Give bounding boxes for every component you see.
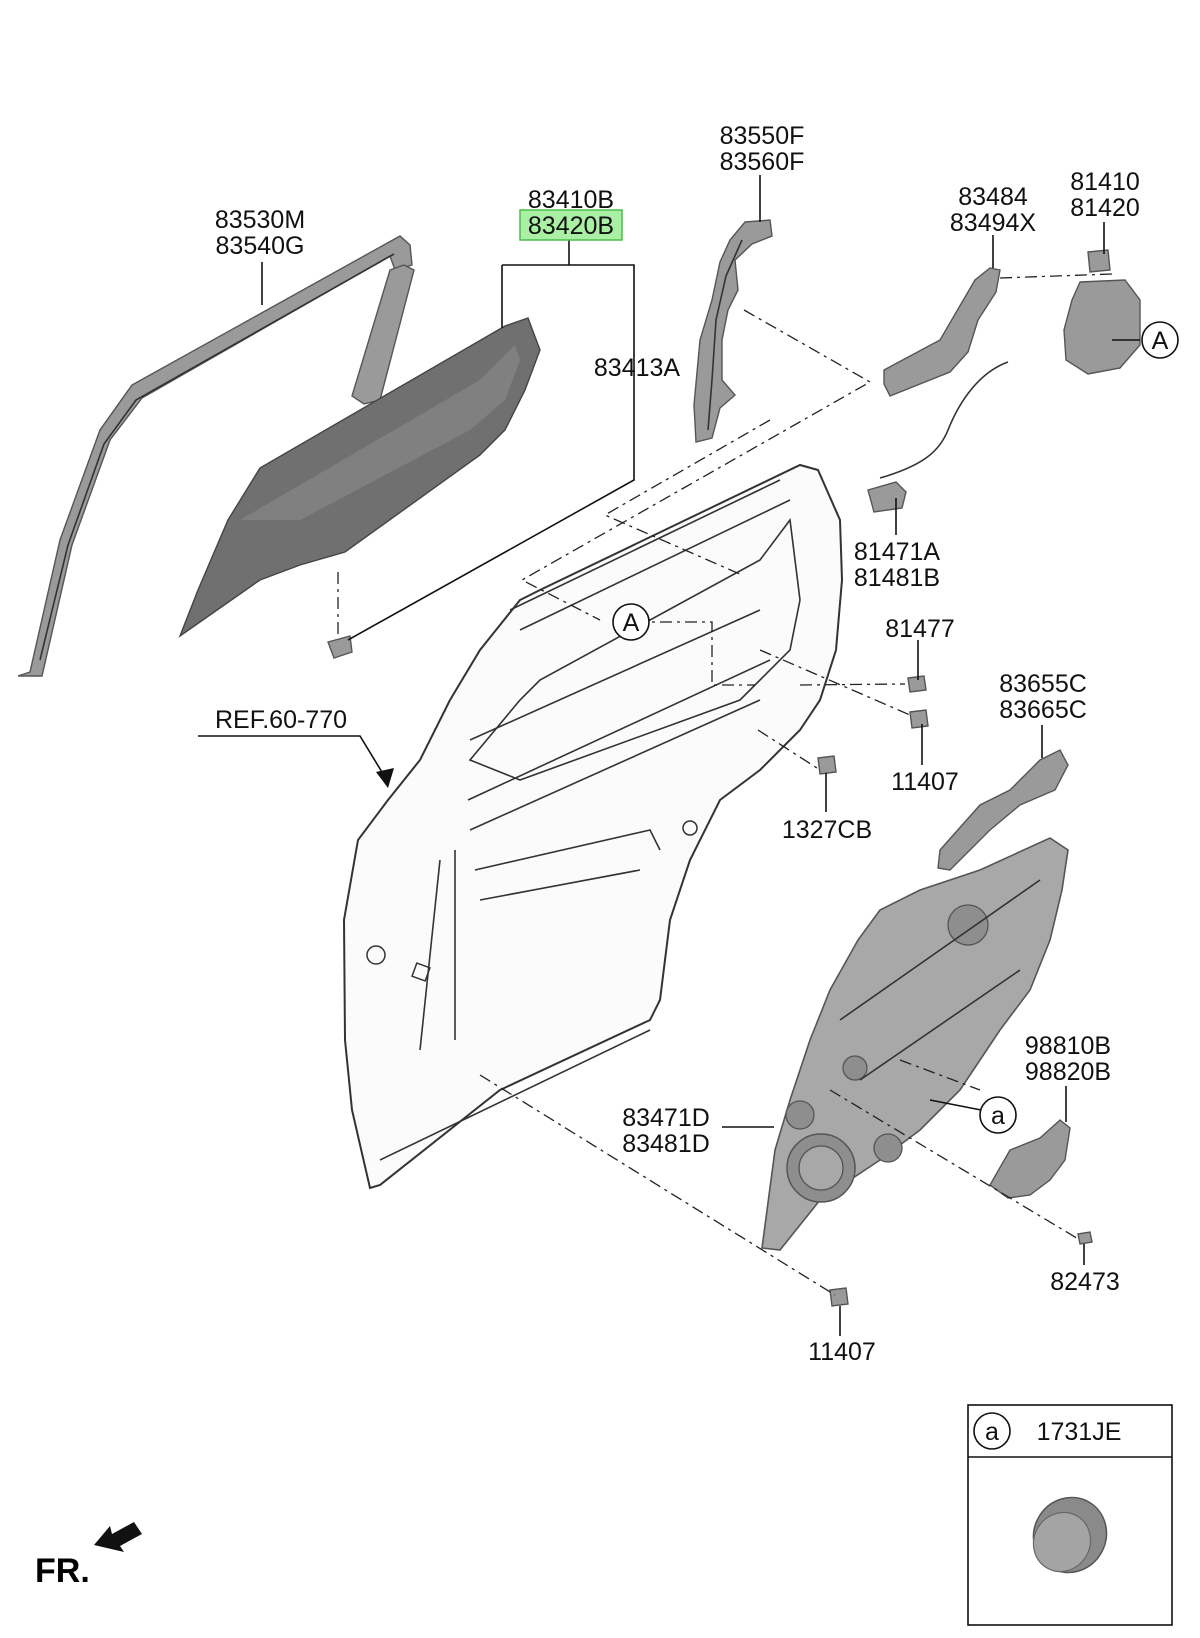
- label-81420: 81420: [1070, 194, 1140, 222]
- front-arrow-icon: [94, 1522, 142, 1552]
- legend-callout-a: [973, 1412, 1011, 1450]
- label-83665c: 83665C: [999, 696, 1087, 724]
- label-83560f: 83560F: [720, 148, 805, 176]
- callout-a-panel-text: a: [991, 1102, 1005, 1130]
- label-83550f: 83550F: [720, 122, 805, 150]
- door-frame-panel[interactable]: [342, 463, 844, 1190]
- label-83471d: 83471D: [622, 1104, 710, 1132]
- callout-A-right: [1141, 321, 1179, 359]
- part-labels: 83530M 83540G 83410B 83420B 83413A 83550…: [215, 122, 1140, 1366]
- label-83494x: 83494X: [950, 209, 1037, 237]
- callout-a-panel: [979, 1096, 1017, 1134]
- front-direction-indicator: FR.: [35, 1522, 142, 1590]
- callout-A-center: [612, 603, 650, 641]
- label-11407-upper: 11407: [891, 768, 959, 796]
- callout-A-right-text: A: [1152, 327, 1169, 355]
- connection-lines: [337, 273, 1113, 1296]
- label-98820b: 98820B: [1025, 1058, 1111, 1086]
- label-83413a: 83413A: [594, 354, 681, 382]
- label-83655c: 83655C: [999, 670, 1087, 698]
- label-81471a: 81471A: [854, 538, 941, 566]
- label-83420b: 83420B: [528, 212, 614, 240]
- label-ref-60-770: REF.60-770: [215, 706, 347, 734]
- grommet-1731je: [1032, 1496, 1108, 1574]
- callout-A-center-text: A: [623, 609, 640, 637]
- highlight-83420b: [519, 209, 623, 241]
- label-1327cb: 1327CB: [782, 816, 872, 844]
- label-83484: 83484: [958, 183, 1028, 211]
- label-83530m: 83530M: [215, 206, 305, 234]
- door-latch[interactable]: [1063, 249, 1141, 375]
- window-run-channel[interactable]: [17, 235, 415, 677]
- legend-box: a 1731JE: [967, 1404, 1173, 1626]
- label-81481b: 81481B: [854, 564, 940, 592]
- leader-lines: [198, 175, 1140, 1336]
- latch-cable-assembly[interactable]: [867, 267, 1009, 513]
- window-regulator-rail[interactable]: [693, 219, 773, 443]
- label-81410: 81410: [1070, 168, 1140, 196]
- legend-letter: a: [985, 1418, 999, 1446]
- door-module-panel[interactable]: [761, 837, 1069, 1251]
- door-glass[interactable]: [178, 317, 541, 659]
- label-82473: 82473: [1050, 1268, 1120, 1296]
- label-81477: 81477: [885, 615, 955, 643]
- window-regulator-motor[interactable]: [989, 1119, 1071, 1199]
- label-98810b: 98810B: [1025, 1032, 1111, 1060]
- legend-part: 1731JE: [1037, 1418, 1122, 1446]
- label-83540g: 83540G: [216, 232, 305, 260]
- label-83481d: 83481D: [622, 1130, 710, 1158]
- fasteners: [817, 675, 1093, 1307]
- outside-door-handle[interactable]: [937, 749, 1069, 871]
- callout-circles: A A a: [612, 321, 1179, 1134]
- front-label: FR.: [35, 1552, 90, 1590]
- label-11407-lower: 11407: [808, 1338, 876, 1366]
